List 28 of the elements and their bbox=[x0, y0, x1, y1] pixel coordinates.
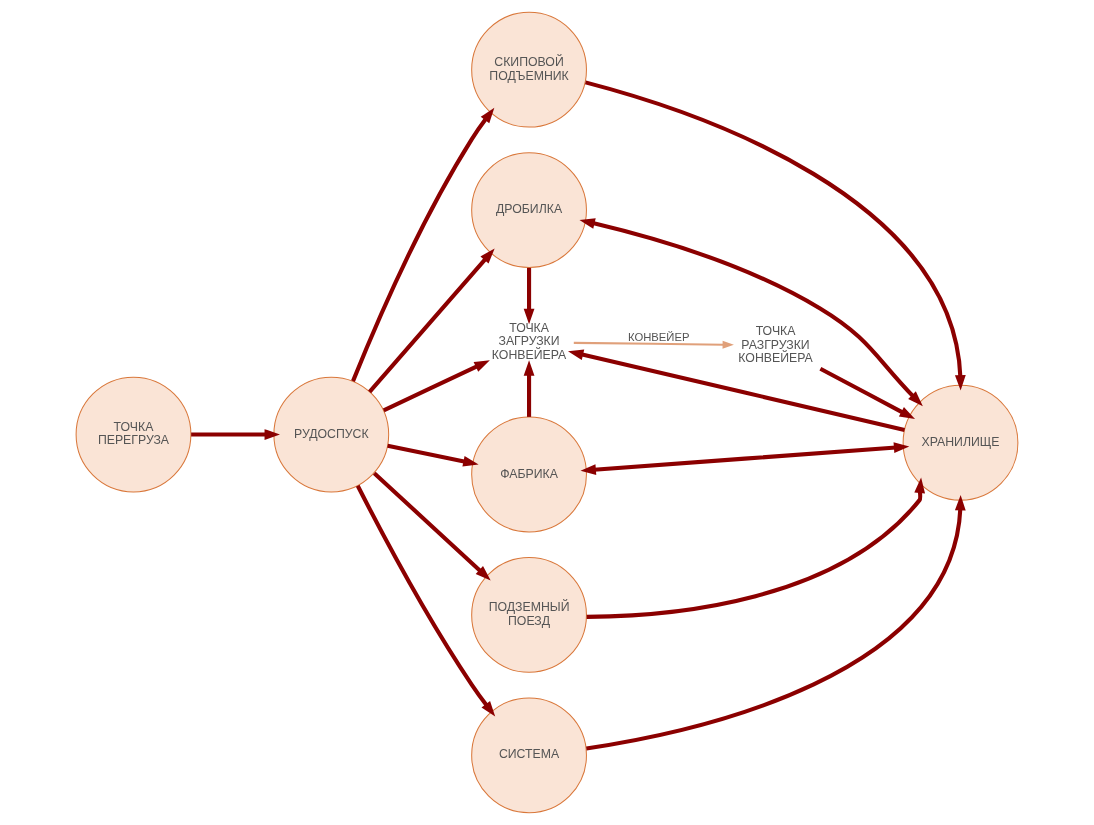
node-text: ТОЧКА ЗАГРУЗКИ КОНВЕЙЕРА bbox=[491, 321, 567, 362]
arrow bbox=[368, 248, 495, 394]
arrow bbox=[355, 484, 496, 717]
node-circle: ТОЧКА ПЕРЕГРУЗА bbox=[75, 376, 192, 493]
node-circle: ДРОБИЛКА bbox=[471, 152, 587, 268]
node-circle: СИСТЕМА bbox=[471, 697, 587, 814]
arrow bbox=[819, 366, 916, 420]
arrow bbox=[586, 477, 926, 619]
arrow bbox=[382, 360, 490, 413]
arrow bbox=[387, 443, 479, 467]
node-text: ТОЧКА РАЗГРУЗКИ КОНВЕЙЕРА bbox=[738, 324, 813, 365]
arrow bbox=[567, 349, 905, 432]
arrow bbox=[584, 80, 966, 391]
node-circle: ФАБРИКА bbox=[471, 416, 587, 533]
arrow bbox=[523, 360, 535, 417]
node-circle: СКИПОВОЙ ПОДЪЕМНИК bbox=[471, 11, 587, 128]
arrow bbox=[523, 267, 535, 325]
arrow bbox=[573, 340, 734, 349]
arrow bbox=[351, 107, 495, 382]
edge-label: КОНВЕЙЕР bbox=[627, 331, 690, 344]
node-circle: ХРАНИЛИЩЕ bbox=[902, 384, 1019, 501]
arrow bbox=[579, 218, 923, 407]
arrow bbox=[372, 471, 491, 581]
node-circle: РУДОСПУСК bbox=[273, 376, 390, 493]
node-circle: ПОДЗЕМНЫЙ ПОЕЗД bbox=[471, 557, 587, 673]
arrow bbox=[586, 494, 966, 751]
arrow bbox=[191, 429, 280, 440]
arrow bbox=[580, 442, 910, 475]
